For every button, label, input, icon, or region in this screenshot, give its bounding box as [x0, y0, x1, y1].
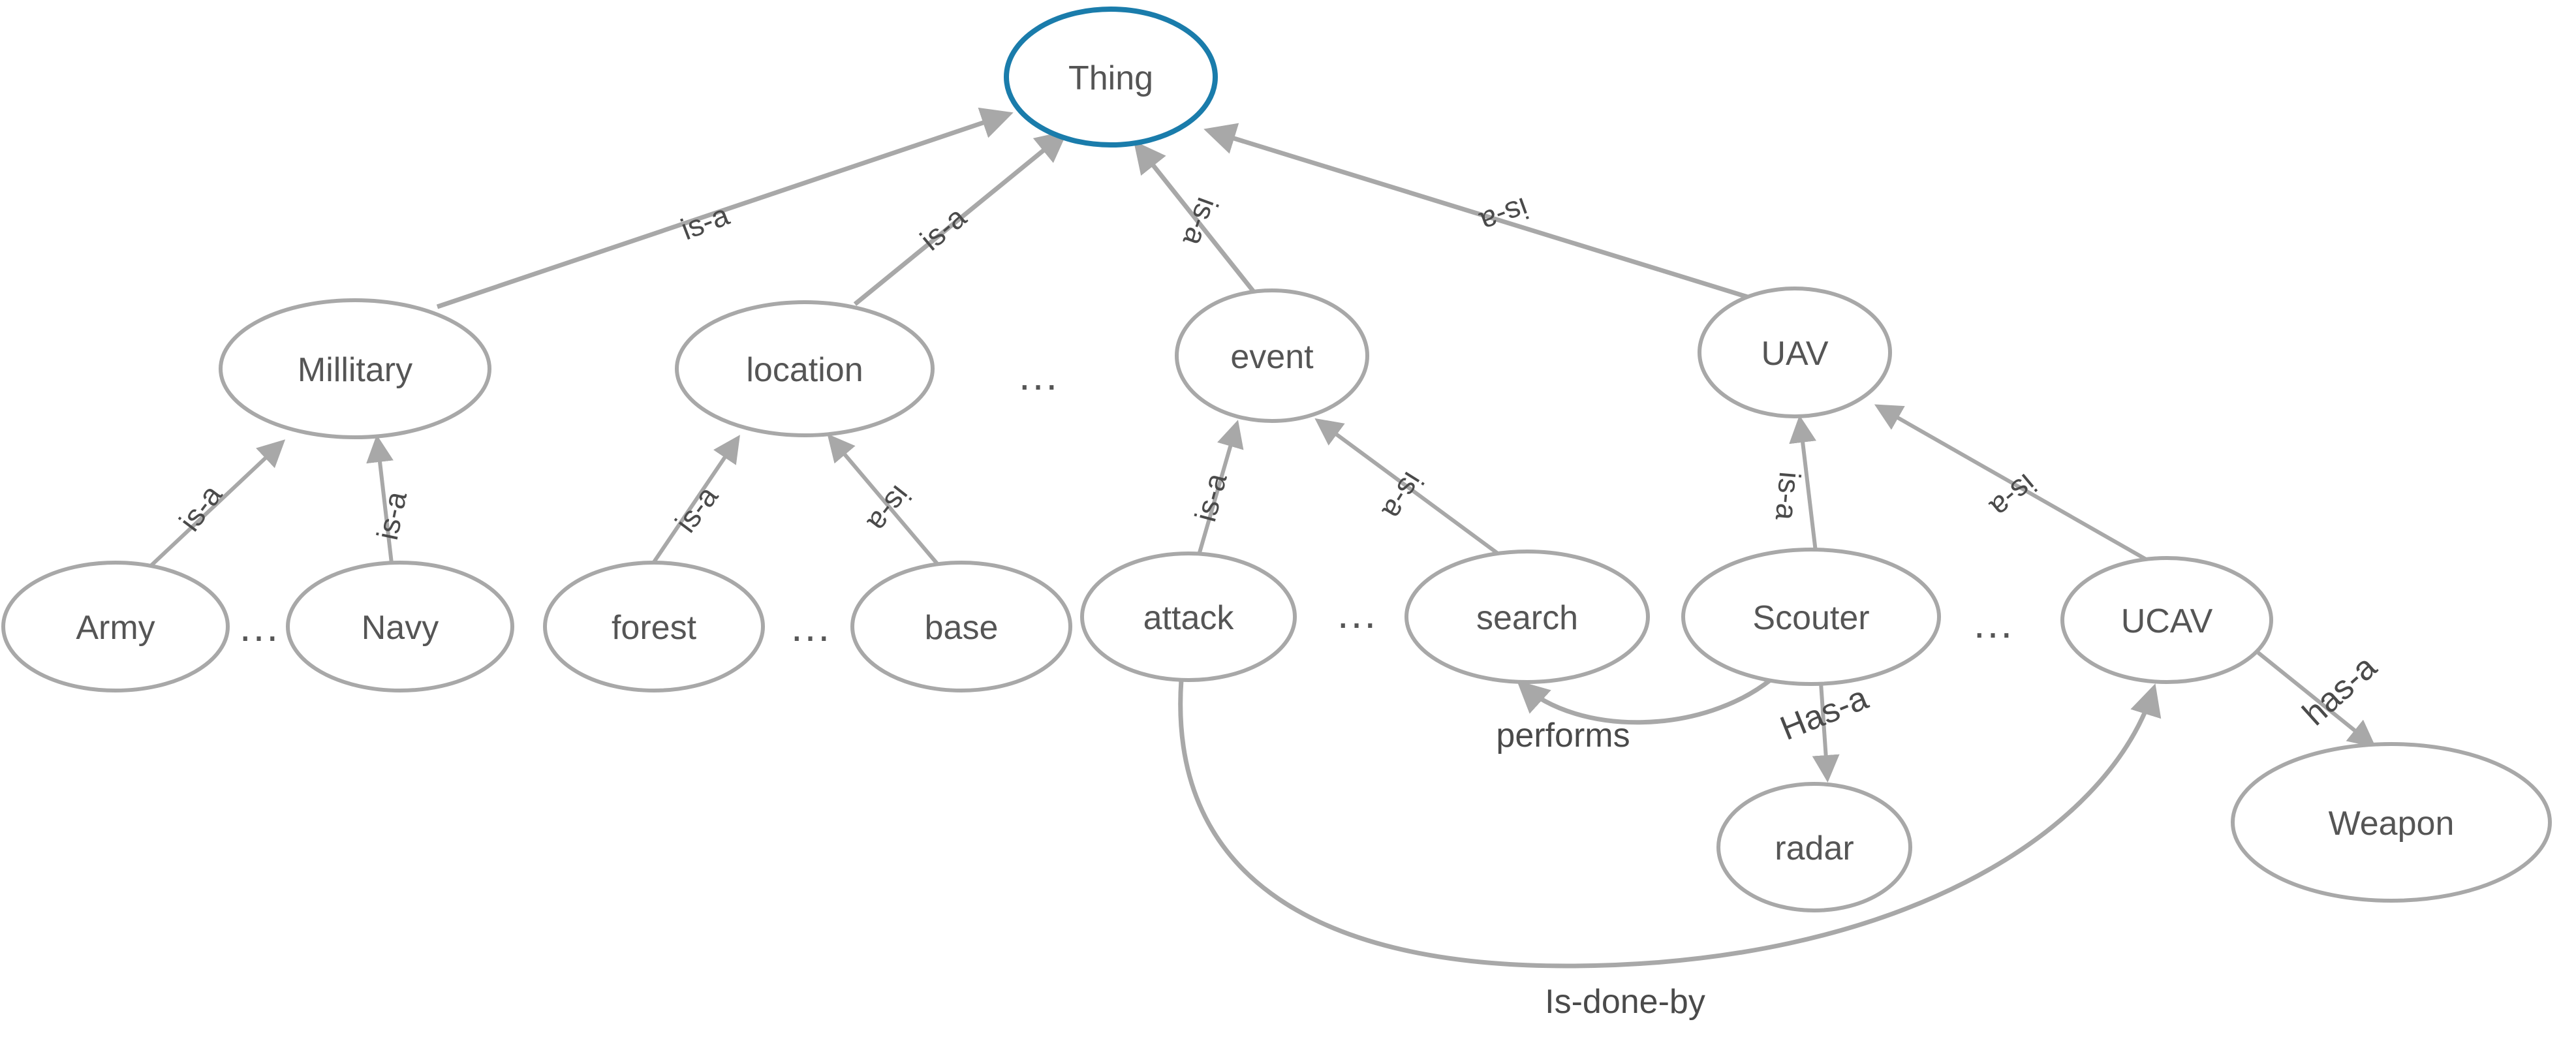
ellipsis-scouter-ucav: ... — [1974, 600, 2014, 647]
node-thing[interactable]: Thing — [1004, 7, 1218, 148]
edge-scouter-radar-hasa — [1812, 682, 1840, 783]
edge-ucav-weapon-hasa — [2257, 651, 2376, 748]
node-military[interactable]: Millitary — [219, 298, 491, 439]
ellipsis-forest-base: ... — [791, 603, 831, 650]
node-attack[interactable]: attack — [1080, 552, 1297, 682]
node-attack-label: attack — [1143, 599, 1235, 637]
node-search-shape[interactable] — [1404, 550, 1650, 684]
node-ucav-shape[interactable] — [2060, 556, 2273, 684]
node-navy[interactable]: Navy — [286, 561, 514, 692]
edge-scouter-search-performs — [1516, 677, 1774, 725]
node-base[interactable]: base — [850, 561, 1072, 692]
edge-label-scouter-uav: is-a — [1769, 471, 1807, 522]
edge-uav-thing — [1203, 123, 1749, 300]
node-army[interactable]: Army — [1, 561, 230, 692]
edge-label-performs: performs — [1496, 717, 1630, 754]
ellipsis-layer: ... ... ... ... ... — [240, 352, 2014, 650]
node-weapon-label: Weapon — [2329, 805, 2455, 843]
node-navy-label: Navy — [362, 609, 439, 647]
edge-search-event — [1314, 418, 1499, 555]
node-search-label: search — [1476, 599, 1578, 637]
edge-label-is-done-by: Is-done-by — [1545, 983, 1705, 1021]
node-army-label: Army — [76, 609, 155, 647]
node-forest-label: forest — [612, 609, 697, 647]
node-thing-shape[interactable] — [1004, 7, 1218, 148]
edge-army-military — [149, 439, 286, 567]
node-location[interactable]: location — [675, 300, 935, 437]
edge-ucav-uav — [1874, 404, 2149, 562]
node-scouter-label: Scouter — [1752, 599, 1869, 637]
edge-label-ucav-uav: is-a — [1984, 467, 2043, 525]
edge-label-army-military: is-a — [172, 478, 228, 537]
node-ucav-label: UCAV — [2121, 602, 2213, 640]
edge-label-attack-event: is-a — [1188, 469, 1234, 525]
node-base-label: base — [925, 609, 999, 647]
node-uav[interactable]: UAV — [1698, 287, 1892, 418]
edge-navy-military — [366, 435, 394, 564]
edge-attack-ucav-isdoneby — [1178, 679, 2162, 969]
node-location-label: location — [746, 351, 863, 389]
node-event-shape[interactable] — [1175, 288, 1369, 423]
nodes-layer: Thing Millitary location event UAV — [1, 7, 2552, 912]
node-radar[interactable]: radar — [1716, 782, 1912, 912]
node-radar-shape[interactable] — [1716, 782, 1912, 912]
ellipsis-attack-search: ... — [1337, 590, 1378, 637]
ellipsis-army-navy: ... — [240, 603, 280, 650]
node-military-shape[interactable] — [219, 298, 491, 439]
edge-label-search-event: is-a — [1376, 467, 1431, 526]
edge-label-military-thing: is-a — [676, 197, 734, 246]
node-ucav[interactable]: UCAV — [2060, 556, 2273, 684]
edge-label-navy-military: is-a — [370, 488, 413, 543]
edge-event-thing — [1133, 140, 1256, 294]
ellipsis-location-event: ... — [1019, 352, 1059, 399]
node-search[interactable]: search — [1404, 550, 1650, 684]
node-forest-shape[interactable] — [543, 561, 765, 692]
edge-base-location — [827, 433, 940, 567]
node-uav-shape[interactable] — [1698, 287, 1892, 418]
node-radar-label: radar — [1775, 830, 1854, 867]
node-army-shape[interactable] — [1, 561, 230, 692]
node-event-label: event — [1230, 338, 1314, 376]
node-scouter[interactable]: Scouter — [1681, 548, 1941, 686]
edge-attack-event — [1197, 420, 1244, 555]
node-attack-shape[interactable] — [1080, 552, 1297, 682]
node-base-shape[interactable] — [850, 561, 1072, 692]
edges-layer — [149, 107, 2376, 969]
node-weapon[interactable]: Weapon — [2231, 742, 2552, 903]
edge-military-thing — [436, 107, 1014, 309]
node-forest[interactable]: forest — [543, 561, 765, 692]
node-location-shape[interactable] — [675, 300, 935, 437]
node-scouter-shape[interactable] — [1681, 548, 1941, 686]
edge-scouter-uav — [1789, 415, 1818, 552]
node-event[interactable]: event — [1175, 288, 1369, 423]
node-weapon-shape[interactable] — [2231, 742, 2552, 903]
edge-label-uav-thing: is-a — [1476, 191, 1533, 240]
node-thing-label: Thing — [1068, 59, 1153, 97]
node-uav-label: UAV — [1761, 335, 1828, 373]
node-military-label: Millitary — [298, 351, 412, 389]
edge-location-thing — [853, 130, 1068, 306]
node-navy-shape[interactable] — [286, 561, 514, 692]
edge-forest-location — [651, 435, 740, 565]
